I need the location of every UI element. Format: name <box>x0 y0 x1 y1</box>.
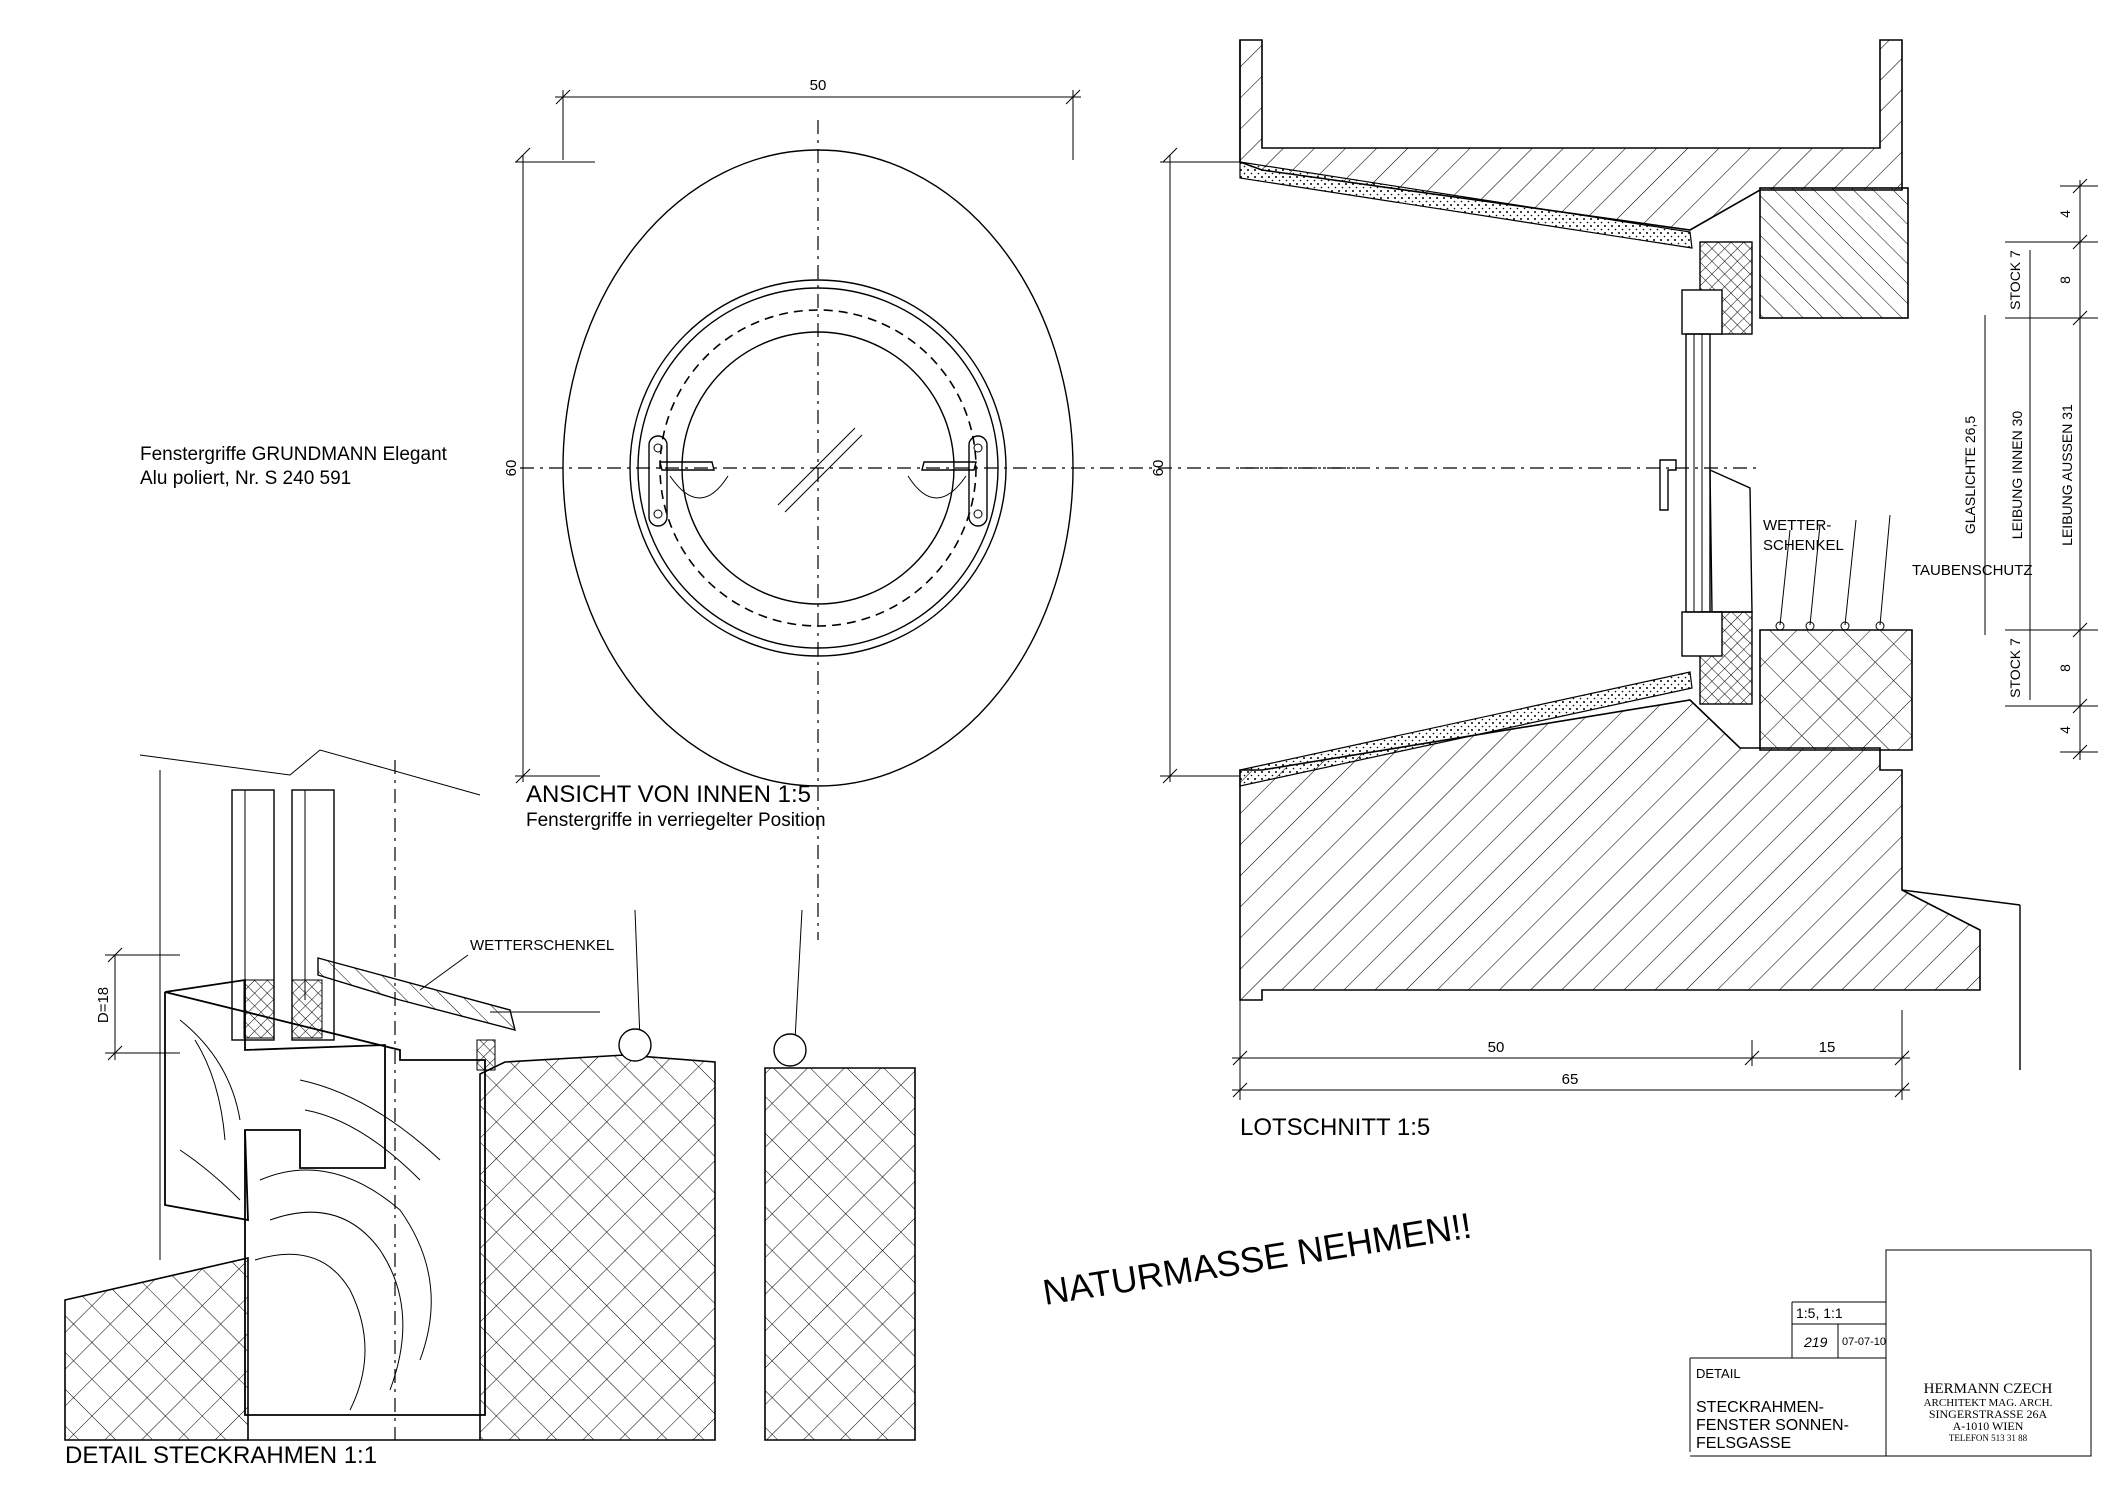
wall-bottom-masonry <box>1239 699 1981 1001</box>
title-block-type: DETAIL <box>1696 1366 1741 1381</box>
wood-grain <box>179 1019 441 1411</box>
title-block-project-line1: STECKRAHMEN- <box>1696 1399 1824 1416</box>
lintel-top <box>1759 187 1909 319</box>
dim-65-label: 65 <box>1562 1071 1579 1088</box>
glass-mark <box>777 427 856 506</box>
architect-name: HERMANN CZECH <box>1924 1381 2053 1397</box>
frame-ring-outer <box>629 279 1007 657</box>
section-title: LOTSCHNITT 1:5 <box>1240 1114 1430 1141</box>
title-block-outline <box>1689 1249 2092 1457</box>
detail-leader-line <box>419 954 469 991</box>
dimension-height-left: 60 <box>503 147 600 784</box>
section-right-dims: 4 8 8 4 STOCK 7 STOCK 7 GLASLICHTE 26,5 … <box>1962 178 2098 760</box>
architect-line1: ARCHITEKT MAG. ARCH. <box>1924 1397 2053 1409</box>
sill-bottom <box>1759 629 1913 751</box>
plaster-top <box>1239 161 1693 249</box>
dim-15-label: 15 <box>1819 1039 1836 1056</box>
plaster-bottom <box>1239 671 1693 787</box>
title-block-date: 07-07-10 <box>1842 1336 1886 1348</box>
vertical-section: 50 15 65 4 8 8 4 STOCK 7 STOCK <box>1232 39 2098 1141</box>
detail-break-line <box>139 749 481 796</box>
glass-pane <box>1685 333 1711 613</box>
dim-height-right-label: 60 <box>1150 460 1167 477</box>
wetterschenkel-label-line2: SCHENKEL <box>1763 537 1844 554</box>
detail-wall-stone-right <box>764 1067 916 1441</box>
architect-line3: A-1010 WIEN <box>1953 1419 2024 1433</box>
detail-frame: D=18 WETTERSCHENKEL DETAIL STECKRAHMEN 1… <box>64 749 916 1469</box>
leibung-aussen-label: LEIBUNG AUSSEN 31 <box>2059 404 2075 546</box>
naturmasse-stamp: NATURMASSE NEHMEN!! <box>1040 1205 1474 1313</box>
dim-width-label: 50 <box>810 77 827 94</box>
detail-weather-seal <box>476 1039 496 1071</box>
stock-top-label: STOCK 7 <box>2007 250 2023 310</box>
detail-glass-left <box>231 789 275 1041</box>
handle-note: Fenstergriffe GRUNDMANN Elegant Alu poli… <box>140 444 448 489</box>
dim-8-top-label: 8 <box>2057 276 2073 284</box>
title-block: 1:5, 1:1 219 07-07-10 DETAIL STECKRAHMEN… <box>1689 1249 2092 1457</box>
dim-4-bottom-label: 4 <box>2057 726 2073 734</box>
stock-bottom-label: STOCK 7 <box>2007 638 2023 698</box>
pigeon-guard <box>1775 514 1891 631</box>
handle-note-line2: Alu poliert, Nr. S 240 591 <box>140 468 351 489</box>
wetterschenkel-label-line1: WETTER- <box>1763 517 1831 534</box>
taubenschutz-label: TAUBENSCHUTZ <box>1912 562 2033 579</box>
dim-50-label: 50 <box>1488 1039 1505 1056</box>
sash-top <box>1681 289 1723 335</box>
title-block-project-line3: FELSGASSE <box>1696 1435 1791 1452</box>
glaslichte-label: GLASLICHTE 26,5 <box>1962 416 1978 534</box>
detail-title: DETAIL STECKRAHMEN 1:1 <box>65 1442 377 1469</box>
frame-ring-inner <box>637 287 999 649</box>
window-handle-left <box>648 435 729 527</box>
window-handle-right <box>907 435 988 527</box>
glass-mark <box>784 434 863 513</box>
hidden-frame-circle <box>659 309 977 627</box>
title-block-project-line2: FENSTER SONNEN- <box>1696 1417 1849 1434</box>
section-bottom-dims: 50 15 65 <box>1232 1000 1910 1100</box>
detail-seal-left <box>243 979 275 1039</box>
glass-circle <box>681 331 955 605</box>
detail-seal-right <box>291 979 323 1039</box>
detail-wall-stone-left <box>64 1054 716 1441</box>
detail-pigeon-guard <box>618 909 807 1067</box>
title-block-number: 219 <box>1803 1334 1828 1350</box>
view-inside-title: ANSICHT VON INNEN 1:5 <box>526 781 811 808</box>
dim-d-label: D=18 <box>95 987 112 1023</box>
dim-8-bottom-label: 8 <box>2057 664 2073 672</box>
view-inside-subtitle: Fenstergriffe in verriegelter Position <box>526 810 826 831</box>
dim-height-left-label: 60 <box>503 460 520 477</box>
detail-dim-d: D=18 <box>95 947 180 1061</box>
view-from-inside: 50 60 60 ANSICHT VON INNEN 1:5 Fenstergr… <box>503 77 1360 940</box>
detail-wetterschenkel-label: WETTERSCHENKEL <box>470 937 614 954</box>
detail-glass-right <box>291 789 335 1041</box>
dimension-height-right: 60 <box>1150 147 1240 784</box>
architect-line4: TELEFON 513 31 88 <box>1949 1433 2028 1443</box>
dimension-width: 50 <box>515 77 1081 163</box>
section-wetterschenkel <box>1709 468 1753 613</box>
section-handle <box>1659 459 1677 511</box>
dim-4-top-label: 4 <box>2057 210 2073 218</box>
architect-line2: SINGERSTRASSE 26A <box>1929 1407 2048 1421</box>
detail-sash-frame <box>164 978 486 1416</box>
sash-bottom <box>1681 611 1723 657</box>
detail-wetterschenkel <box>317 957 516 1031</box>
leibung-innen-label: LEIBUNG INNEN 30 <box>2009 411 2025 540</box>
handle-note-line1: Fenstergriffe GRUNDMANN Elegant <box>140 444 448 465</box>
detail-frame-inner <box>164 992 249 1222</box>
outer-oval <box>562 149 1074 787</box>
title-block-scale: 1:5, 1:1 <box>1796 1305 1843 1321</box>
sill-drip <box>1901 889 2021 906</box>
